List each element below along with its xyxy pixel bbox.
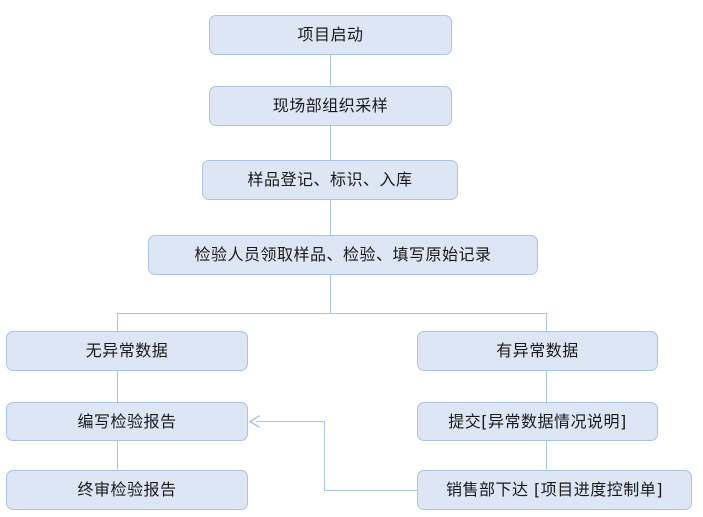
connector-feedback-top <box>256 421 325 422</box>
connector-split-to-no-abnormal <box>117 313 118 331</box>
node-submit-explanation[interactable]: 提交[异常数据情况说明] <box>417 402 658 441</box>
node-final-review-report[interactable]: 终审检验报告 <box>6 470 248 510</box>
connector-write-report-to-final-review <box>117 441 118 470</box>
connector-feedback-bottom <box>324 490 418 491</box>
connector-split-bar <box>117 313 547 314</box>
connector-registration-to-inspection <box>330 200 331 235</box>
connector-no-abnormal-to-write-report <box>117 371 118 402</box>
feedback-arrow-icon <box>247 414 261 429</box>
connector-split-to-has-abnormal <box>546 313 547 331</box>
connector-inspection-to-split <box>330 275 331 313</box>
node-no-abnormal-data[interactable]: 无异常数据 <box>6 331 248 371</box>
node-field-sampling[interactable]: 现场部组织采样 <box>209 86 452 126</box>
node-has-abnormal-data[interactable]: 有异常数据 <box>417 331 658 371</box>
node-sample-registration[interactable]: 样品登记、标识、入库 <box>202 160 458 200</box>
node-inspection-record[interactable]: 检验人员领取样品、检验、填写原始记录 <box>148 235 538 275</box>
node-project-start[interactable]: 项目启动 <box>209 15 452 55</box>
connector-feedback-riser <box>324 421 325 491</box>
connector-submit-to-sales-order <box>546 441 547 470</box>
node-sales-dept-order[interactable]: 销售部下达 [项目进度控制单] <box>417 470 692 510</box>
connector-start-to-sampling <box>330 55 331 86</box>
node-write-report[interactable]: 编写检验报告 <box>6 402 248 441</box>
connector-sampling-to-registration <box>330 126 331 160</box>
connector-has-abnormal-to-submit <box>546 371 547 402</box>
